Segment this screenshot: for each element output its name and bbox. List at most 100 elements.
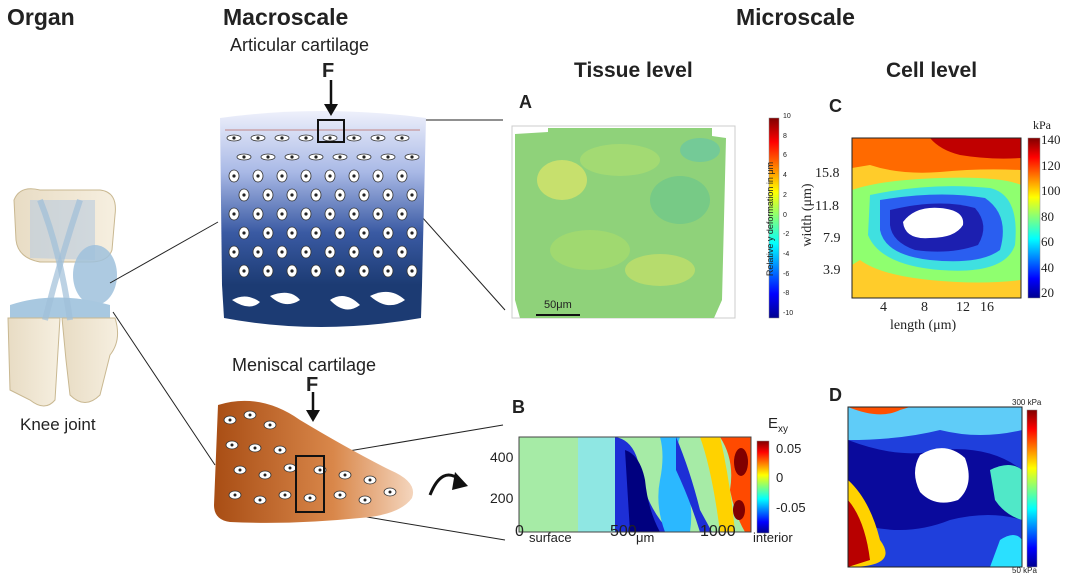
colorbar-tick: -2: [783, 231, 790, 239]
chondrocyte-nucleus: [290, 193, 294, 197]
meniscus-cell-nucleus: [288, 466, 292, 470]
chondrocyte-nucleus: [362, 155, 366, 159]
chondrocyte-nucleus: [400, 136, 404, 140]
chondrocyte-nucleus: [280, 174, 284, 178]
meniscus-cell-nucleus: [343, 473, 347, 477]
colorbar-a: [768, 117, 780, 319]
force-label-articular: F: [322, 60, 335, 82]
colorbar-tick: -4: [783, 250, 790, 258]
colorbar-b: [756, 440, 770, 534]
knee-joint-illustration: [7, 188, 119, 407]
colorbar-b-title-main: E: [768, 415, 779, 432]
chondrocyte-nucleus: [266, 193, 270, 197]
panel-c-xtick-3: 12: [956, 300, 970, 315]
chondrocyte-nucleus: [362, 193, 366, 197]
chondrocyte-nucleus: [232, 250, 236, 254]
colorbar-b-tick-high: 0.05: [776, 441, 802, 456]
articular-cartilage-block: [220, 80, 426, 327]
colorbar-tick: -8: [783, 290, 790, 298]
meniscus-cell-nucleus: [368, 478, 372, 482]
panel-c-ytick-1: 15.8: [815, 166, 840, 181]
panel-b-letter: B: [512, 397, 525, 417]
chondrocyte-nucleus: [376, 174, 380, 178]
chondrocyte-nucleus: [352, 136, 356, 140]
colorbar-tick: 2: [783, 191, 787, 199]
chondrocyte-nucleus: [328, 212, 332, 216]
chondrocyte-nucleus: [232, 136, 236, 140]
colorbar-d-bottom: 50 kPa: [1012, 566, 1037, 575]
colorbar-tick: 6: [783, 152, 787, 160]
chondrocyte-nucleus: [304, 250, 308, 254]
panel-b-xunit: μm: [636, 530, 655, 545]
knee-joint-label: Knee joint: [20, 415, 96, 434]
chondrocyte-nucleus: [304, 212, 308, 216]
meniscus-cell-nucleus: [230, 443, 234, 447]
colorbar-a-label: Relative y deformation in μm: [765, 161, 775, 277]
meniscus-cell-nucleus: [258, 498, 262, 502]
meniscus-cell-nucleus: [283, 493, 287, 497]
articular-cartilage-label: Articular cartilage: [230, 35, 370, 55]
colorbar-tick: 10: [783, 113, 791, 120]
colorbar-tick: 100: [1041, 183, 1061, 198]
colorbar-tick: 80: [1041, 208, 1054, 224]
zoom-box-meniscal: [295, 455, 325, 513]
header-macroscale: Macroscale: [223, 4, 349, 30]
chondrocyte-nucleus: [352, 212, 356, 216]
chondrocyte-nucleus: [328, 136, 332, 140]
chondrocyte-nucleus: [338, 155, 342, 159]
chondrocyte-nucleus: [410, 269, 414, 273]
chondrocyte-nucleus: [410, 193, 414, 197]
chondrocyte-nucleus: [400, 212, 404, 216]
chondrocyte-nucleus: [256, 136, 260, 140]
panel-d-map: [847, 406, 1038, 568]
meniscus-cell-nucleus: [388, 490, 392, 494]
panel-c-ytick-2: 11.8: [815, 199, 839, 214]
chondrocyte-nucleus: [338, 269, 342, 273]
meniscus-cells: [223, 410, 397, 505]
chondrocyte-nucleus: [386, 231, 390, 235]
meniscus-cell-nucleus: [233, 493, 237, 497]
chondrocyte-nucleus: [304, 136, 308, 140]
force-label-meniscal: F: [306, 374, 319, 396]
chondrocyte-nucleus: [338, 231, 342, 235]
chondrocyte-nucleus: [242, 231, 246, 235]
header-tissue-level: Tissue level: [574, 59, 693, 82]
chondrocyte-nucleus: [242, 269, 246, 273]
meniscus-cell-nucleus: [238, 468, 242, 472]
panel-b-map: [518, 436, 770, 534]
meniscus-cell-nucleus: [248, 413, 252, 417]
panel-b-ytick-200: 200: [490, 490, 514, 506]
colorbar-tick: 60: [1041, 234, 1054, 249]
panel-b-ytick-400: 400: [490, 449, 514, 465]
chondrocyte-nucleus: [362, 269, 366, 273]
colorbar-b-tick-mid: 0: [776, 470, 784, 485]
panel-c-unit: kPa: [1033, 118, 1051, 132]
chondrocyte-nucleus: [386, 155, 390, 159]
colorbar-b-title: Exy: [768, 415, 788, 435]
chondrocyte-nucleus: [304, 174, 308, 178]
colorbar-tick: 120: [1041, 157, 1061, 173]
colorbar-tick: -10: [783, 310, 794, 317]
colorbar-c: [1027, 137, 1041, 299]
chondrocyte-nucleus: [256, 174, 260, 178]
chondrocyte-nucleus: [266, 231, 270, 235]
panel-b-xtick-1000: 1000: [700, 523, 736, 540]
header-organ: Organ: [7, 4, 75, 30]
colorbar-tick: 0: [783, 211, 787, 219]
chondrocyte-nucleus: [280, 250, 284, 254]
chondrocyte-nucleus: [352, 250, 356, 254]
chondrocyte-cells: [226, 134, 420, 278]
chondrocyte-nucleus: [362, 231, 366, 235]
panel-b-xtick-500: 500: [610, 523, 637, 540]
meniscus-cell-nucleus: [253, 446, 257, 450]
colorbar-tick: 8: [783, 132, 787, 140]
panel-d-letter: D: [829, 385, 842, 405]
meniscus-cell-nucleus: [308, 496, 312, 500]
header-cell-level: Cell level: [886, 59, 978, 82]
chondrocyte-nucleus: [352, 174, 356, 178]
panel-c-xtick-2: 8: [921, 300, 928, 315]
panel-c-ylabel: width (μm): [800, 183, 815, 247]
